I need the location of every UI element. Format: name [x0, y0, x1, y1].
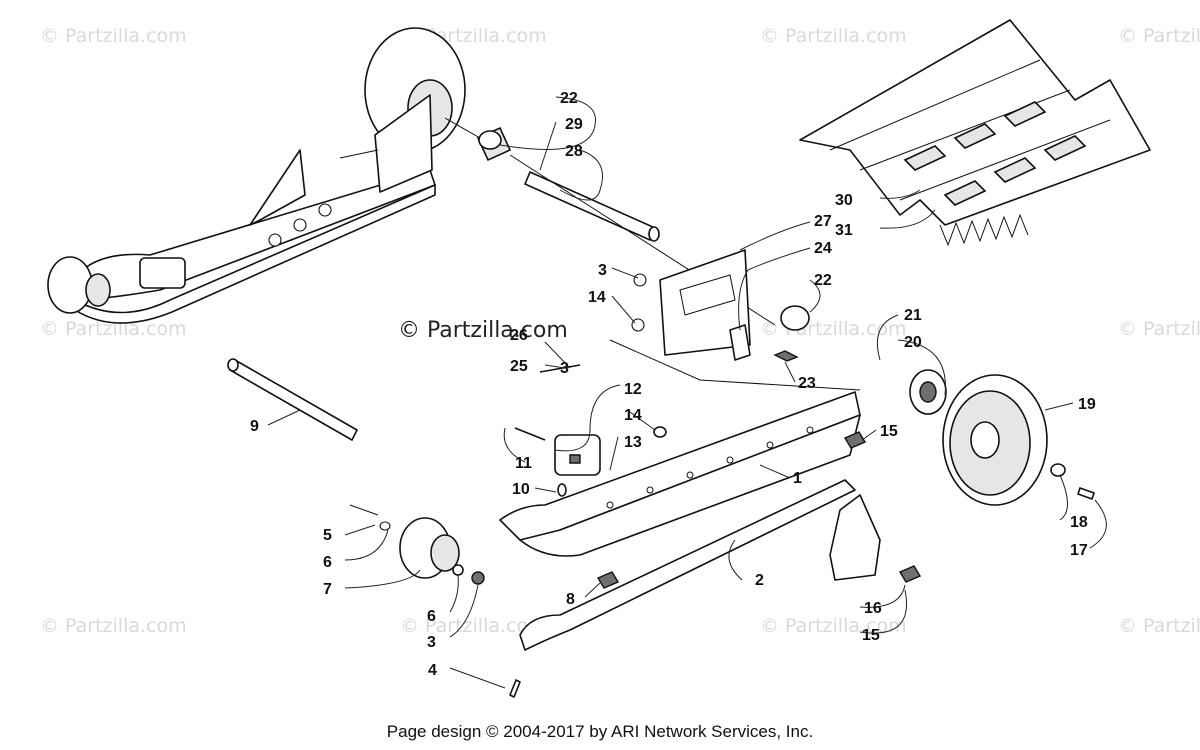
callout-1: 1: [793, 470, 802, 487]
callout-31: 31: [835, 222, 853, 239]
callout-24: 24: [814, 240, 832, 257]
callout-23: 23: [798, 375, 816, 392]
callout-26: 26: [510, 327, 528, 344]
callout-6: 6: [427, 608, 436, 625]
callout-3: 3: [560, 360, 569, 377]
callout-19: 19: [1078, 396, 1096, 413]
callout-22: 22: [560, 90, 578, 107]
watermark-layer: © Partzilla.com © Partzilla.com © Partzi…: [40, 25, 1200, 637]
fasteners: [509, 364, 922, 698]
left-rail-assembly: [47, 27, 466, 324]
callout-2: 2: [755, 572, 764, 589]
callout-3: 3: [598, 262, 607, 279]
callout-14: 14: [624, 407, 642, 424]
callout-28: 28: [565, 143, 583, 160]
callout-6: 6: [323, 554, 332, 571]
watermark-main: © Partzilla.com: [398, 318, 568, 343]
watermark-text: © Partzilla.com: [1118, 615, 1200, 637]
callout-17: 17: [1070, 542, 1088, 559]
callout-11: 11: [515, 455, 532, 472]
callout-20: 20: [904, 334, 922, 351]
callout-21: 21: [904, 307, 922, 324]
watermark-text: © Partzilla.com: [40, 318, 187, 340]
callout-16: 16: [864, 600, 882, 617]
watermark-text: © Partzilla.com: [760, 615, 907, 637]
callout-5: 5: [323, 527, 332, 544]
callout-27: 27: [814, 213, 832, 230]
callout-7: 7: [323, 581, 332, 598]
watermark-text: © Partzilla.com: [1118, 25, 1200, 47]
callout-12: 12: [624, 381, 642, 398]
callout-22: 22: [814, 272, 832, 289]
callout-14: 14: [588, 289, 606, 306]
callout-29: 29: [565, 116, 583, 133]
watermark-text: © Partzilla.com: [1118, 318, 1200, 340]
callout-9: 9: [250, 418, 259, 435]
watermark-text: © Partzilla.com: [400, 615, 547, 637]
callout-15: 15: [880, 423, 898, 440]
callout-15: 15: [862, 627, 880, 644]
callout-30: 30: [835, 192, 853, 209]
leader-lines: [267, 96, 1107, 689]
bumper-wheel: [349, 504, 485, 585]
bracket-assembly: [631, 249, 810, 362]
watermark-text: © Partzilla.com: [760, 25, 907, 47]
watermark-text: © Partzilla.com: [40, 25, 187, 47]
callout-25: 25: [510, 358, 528, 375]
footer-copyright: Page design © 2004-2017 by ARI Network S…: [386, 722, 814, 741]
watermark-text: © Partzilla.com: [40, 615, 187, 637]
main-rail-assembly: [499, 391, 881, 651]
callout-labels: 1 2 3 3 3 4 5 6 6 7 8 9 10 11 12 13 14 1…: [250, 90, 1096, 679]
callout-18: 18: [1070, 514, 1088, 531]
callout-8: 8: [566, 591, 575, 608]
callout-10: 10: [512, 481, 530, 498]
callout-4: 4: [428, 662, 437, 679]
callout-13: 13: [624, 434, 642, 451]
callout-3: 3: [427, 634, 436, 651]
idler-wheel: [909, 369, 1095, 506]
track-belt: [799, 19, 1151, 247]
